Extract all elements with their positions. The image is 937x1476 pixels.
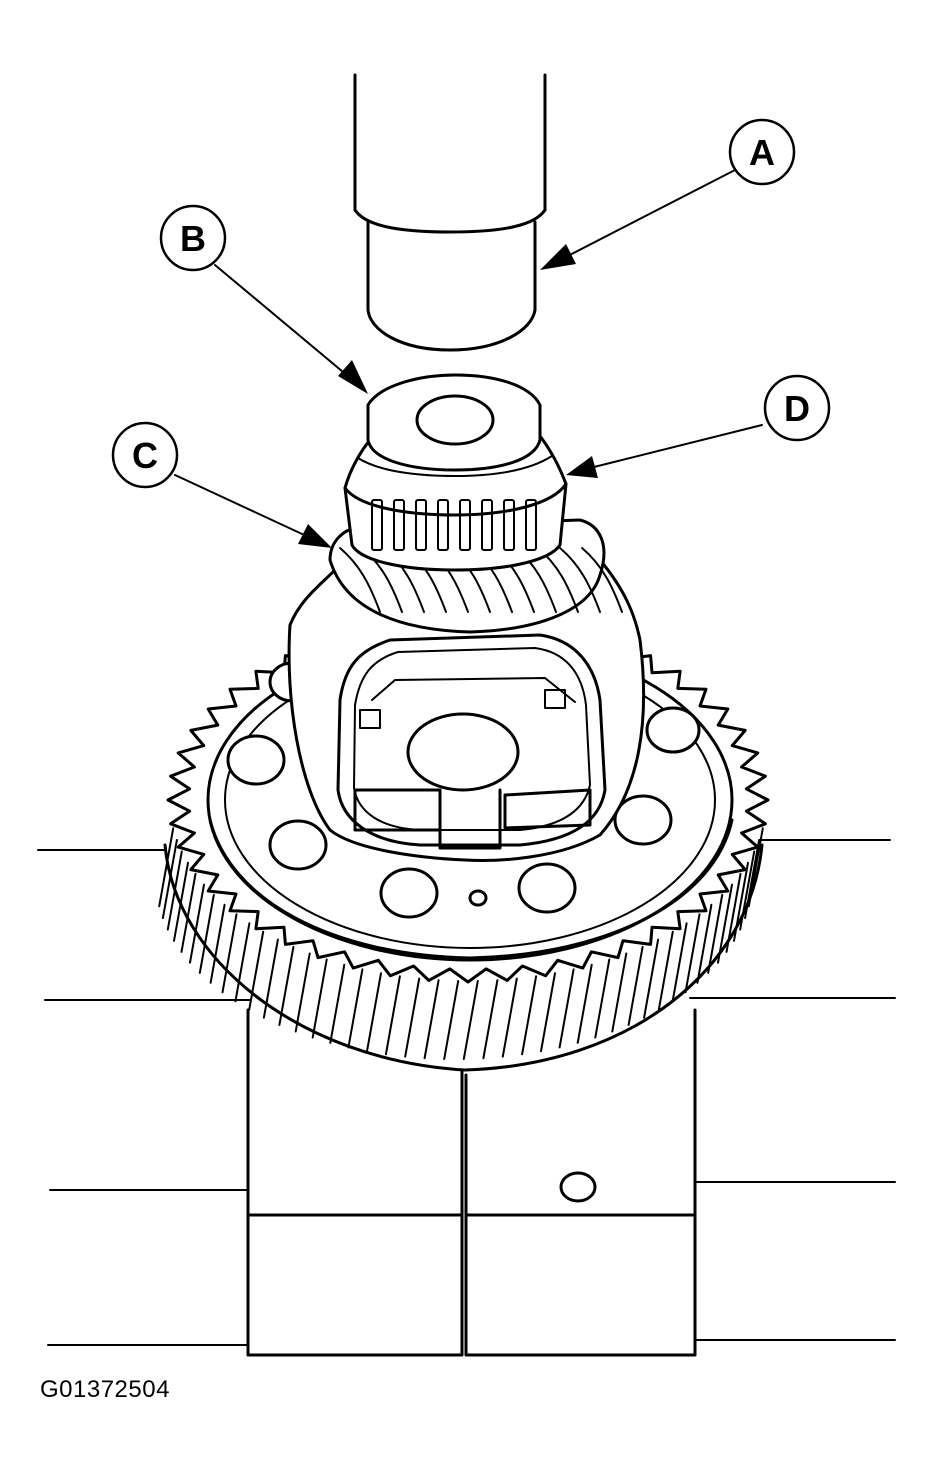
ring-gear-side-tooth xyxy=(166,850,183,931)
arrowhead-c xyxy=(298,524,332,548)
ring-gear-side-tooth xyxy=(404,977,421,1058)
ring-gear-side-tooth xyxy=(725,872,742,953)
ring-gear-side-tooth xyxy=(733,861,749,942)
ring-gear-side-tooth xyxy=(423,979,440,1060)
callout-d-label: D xyxy=(784,388,810,429)
bolt-heads xyxy=(226,661,701,919)
ring-gear-side-tooth xyxy=(262,938,279,1019)
ring-gear-side-tooth xyxy=(576,963,593,1044)
figure-id: G01372504 xyxy=(40,1376,170,1403)
bearing-roller xyxy=(415,499,427,551)
press-installer-tool xyxy=(353,73,547,352)
arrowhead-a xyxy=(540,244,576,270)
bearing-roller xyxy=(525,499,537,551)
ring-gear-side-tooth xyxy=(684,913,701,994)
ring-gear-side-tooth xyxy=(540,972,556,1053)
ring-gear-side-tooth xyxy=(482,979,499,1060)
callout-c: C xyxy=(111,421,179,489)
callout-leaders xyxy=(174,169,763,548)
ring-gear-side-tooth xyxy=(657,930,674,1011)
bearing-roller xyxy=(459,499,471,551)
ring-gear-side-tooth xyxy=(180,872,197,953)
differential-case xyxy=(287,558,646,862)
helical-gear-tooth xyxy=(559,547,601,613)
ring-gear-side-tooth xyxy=(671,922,688,1003)
ring-gear-side-tooth xyxy=(739,850,756,931)
ring-gear-side-tooth xyxy=(611,952,628,1033)
ring-gear-side-tooth xyxy=(311,958,328,1039)
bearing-roller xyxy=(437,499,449,551)
callout-c-label: C xyxy=(132,435,158,476)
ring-gear-side-tooth xyxy=(278,945,295,1026)
ring-gear-side-tooth xyxy=(173,861,189,942)
ring-gear-side-tooth xyxy=(198,893,215,974)
bearing-roller xyxy=(481,499,493,551)
ring-gear-side-tooth xyxy=(161,839,178,919)
ring-gear-side-tooth xyxy=(384,975,401,1056)
callout-d: D xyxy=(763,374,831,442)
ring-gear-side-tooth xyxy=(209,903,226,984)
ring-gear-side-tooth xyxy=(189,883,205,964)
callout-b: B xyxy=(159,204,227,272)
ring-gear-side-tooth xyxy=(521,975,538,1056)
callout-a: A xyxy=(728,118,796,186)
ring-gear-side-tooth xyxy=(234,922,251,1003)
bearing-inner-race xyxy=(366,373,542,472)
bearing-roller xyxy=(503,499,515,551)
ring-gear-side-tooth xyxy=(643,938,660,1019)
ring-gear-side-tooth xyxy=(594,958,611,1039)
ring-gear xyxy=(158,616,770,1072)
helical-gear-tooth xyxy=(581,547,623,613)
ring-gear-side-tooth xyxy=(707,893,724,974)
ring-gear-side-tooth xyxy=(627,945,644,1026)
arrowhead-d xyxy=(566,456,598,478)
ring-gear-side-tooth xyxy=(248,930,265,1011)
ring-gear-side-tooth xyxy=(221,913,238,994)
tapered-roller-bearing xyxy=(343,434,568,572)
callout-a-label: A xyxy=(749,132,775,173)
ring-gear-side-tooth xyxy=(696,903,713,984)
ring-gear-side-tooth xyxy=(158,827,175,908)
ring-gear-side-tooth xyxy=(747,827,764,908)
helical-gear-tooth xyxy=(339,547,381,613)
ring-gear-side-tooth xyxy=(462,980,479,1060)
callout-b-label: B xyxy=(180,218,206,259)
ring-gear-side-tooth xyxy=(558,968,575,1049)
press-support-blocks xyxy=(37,839,896,1357)
bearing-roller xyxy=(393,499,405,551)
ring-gear-side-tooth xyxy=(294,952,311,1033)
ring-gear-side-tooth xyxy=(443,980,460,1060)
ring-gear-side-tooth xyxy=(366,972,382,1053)
ring-gear-side-tooth xyxy=(347,968,364,1049)
ring-gear-side-tooth xyxy=(501,977,518,1058)
ring-gear-side-tooth xyxy=(329,963,346,1044)
arrowhead-b xyxy=(338,360,368,394)
ring-gear-side-tooth xyxy=(717,883,733,964)
bearing-roller xyxy=(371,499,383,551)
ring-gear-side-tooth xyxy=(744,839,761,919)
